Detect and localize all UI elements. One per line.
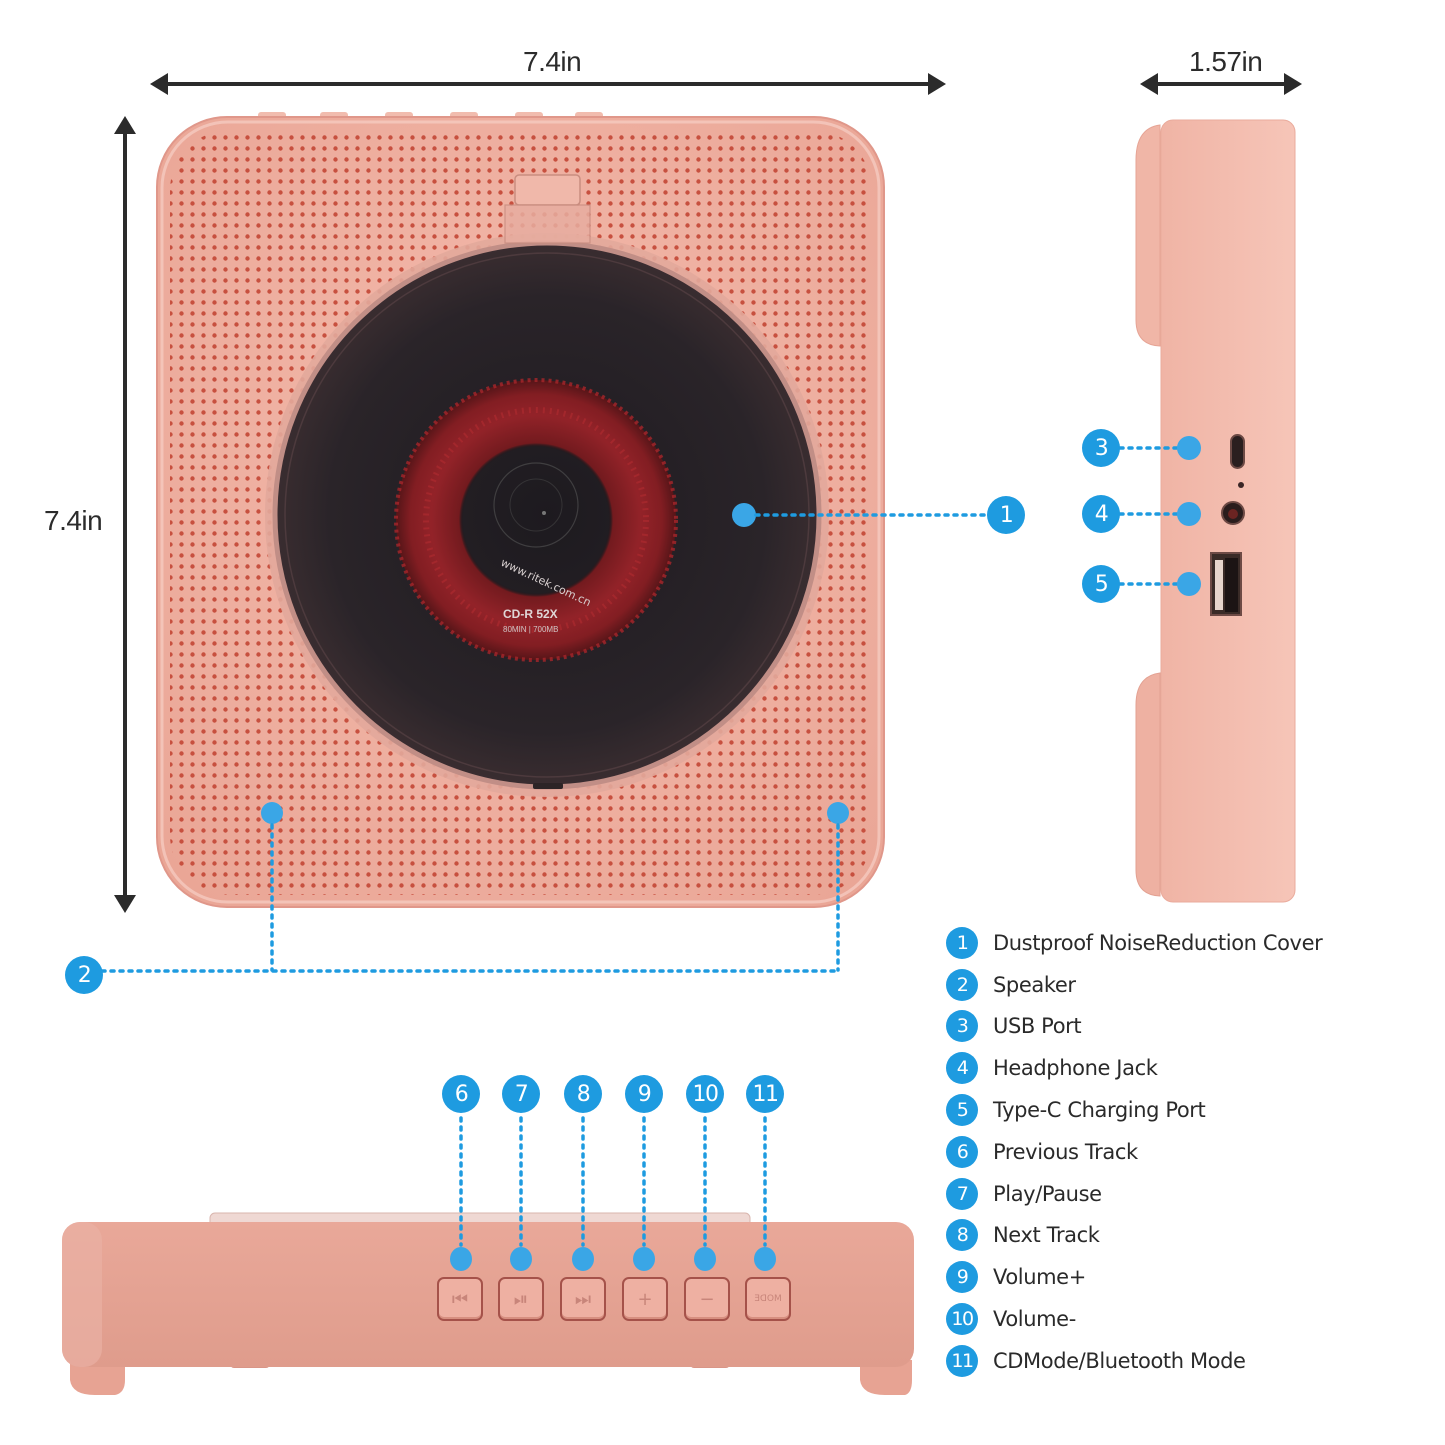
legend-label: Speaker [993, 972, 1076, 997]
callout-badge-9: 9 [625, 1075, 663, 1113]
legend-number-badge: 9 [946, 1261, 978, 1294]
callout-badge-7: 7 [502, 1075, 540, 1113]
legend-label: Next Track [993, 1223, 1100, 1248]
callout-badge-2: 2 [65, 956, 103, 994]
legend-number-badge: 3 [946, 1010, 978, 1043]
legend-item: 6 Previous Track [946, 1131, 1322, 1173]
cd-cover [265, 174, 829, 797]
disc-type-text: CD-R 52X [503, 607, 558, 621]
callout-8-line [572, 1116, 594, 1271]
play-pause-button: ⏯ [498, 1277, 544, 1321]
legend-label: Dustproof NoiseReduction Cover [993, 930, 1323, 955]
callout-badge-4: 4 [1082, 495, 1120, 533]
legend-item: 7 Play/Pause [946, 1173, 1322, 1215]
callout-9-line [633, 1116, 655, 1271]
callout-badge-10: 10 [686, 1075, 724, 1113]
legend-label: USB Port [993, 1014, 1082, 1039]
legend-label: Type-C Charging Port [993, 1098, 1206, 1123]
callout-badge-5: 5 [1082, 565, 1120, 603]
callout-10-line [694, 1116, 716, 1271]
legend-number-badge: 5 [946, 1094, 978, 1127]
legend-number-badge: 2 [946, 968, 978, 1001]
previous-track-icon: ⏮ [451, 1288, 469, 1310]
mode-icon: MODE [754, 1294, 782, 1304]
callout-badge-8: 8 [564, 1075, 602, 1113]
legend-label: Volume+ [993, 1265, 1086, 1290]
height-dimension-arrow [114, 116, 136, 913]
volume-down-icon: − [699, 1288, 715, 1310]
callout-5-line [1118, 572, 1201, 596]
legend-item: 11 CDMode/Bluetooth Mode [946, 1340, 1322, 1382]
type-c-port-shape [1230, 434, 1245, 469]
volume-up-icon: + [637, 1288, 653, 1310]
callout-2-line [100, 802, 849, 973]
depth-dimension-label: 1.57in [1189, 46, 1263, 77]
legend-number-badge: 6 [946, 1135, 978, 1168]
next-track-button: ⏭ [560, 1277, 606, 1321]
legend-item: 3 USB Port [946, 1006, 1322, 1048]
callout-7-line [510, 1116, 532, 1271]
volume-down-button: − [684, 1277, 730, 1321]
previous-track-button: ⏮ [437, 1277, 483, 1321]
callout-badge-1: 1 [987, 496, 1025, 534]
legend-number-badge: 1 [946, 926, 978, 959]
legend-number-badge: 4 [946, 1052, 978, 1085]
legend-number-badge: 10 [946, 1303, 978, 1336]
legend-item: 4 Headphone Jack [946, 1047, 1322, 1089]
side-view-drawing [1135, 119, 1296, 903]
callout-4-line [1118, 502, 1201, 526]
callout-badge-11: 11 [746, 1075, 784, 1113]
legend-label: Previous Track [993, 1139, 1138, 1164]
callout-11-line [754, 1116, 776, 1271]
legend-number-badge: 8 [946, 1219, 978, 1252]
legend: 1 Dustproof NoiseReduction Cover 2 Speaker 3… [946, 922, 1323, 1382]
legend-item: 9 Volume+ [946, 1256, 1322, 1298]
legend-item: 10 Volume- [946, 1298, 1322, 1340]
legend-label: Headphone Jack [993, 1056, 1158, 1081]
mode-button: MODE [745, 1277, 791, 1321]
depth-dimension-arrow [1140, 73, 1302, 95]
height-dimension-label: 7.4in [44, 505, 103, 536]
callout-1-line [732, 503, 992, 527]
legend-label: CDMode/Bluetooth Mode [993, 1348, 1246, 1373]
volume-up-button: + [622, 1277, 668, 1321]
legend-label: Play/Pause [993, 1181, 1102, 1206]
legend-number-badge: 11 [946, 1344, 978, 1377]
callout-badge-6: 6 [442, 1075, 480, 1113]
next-track-icon: ⏭ [574, 1288, 592, 1310]
legend-label: Volume- [993, 1307, 1076, 1332]
width-dimension-label: 7.4in [523, 46, 582, 77]
callout-badge-3: 3 [1082, 429, 1120, 467]
play-pause-icon: ⏯ [513, 1288, 529, 1310]
disc-capacity-text: 80MIN | 700MB [503, 625, 558, 634]
legend-number-badge: 7 [946, 1177, 978, 1210]
legend-item: 2 Speaker [946, 964, 1322, 1006]
legend-item: 1 Dustproof NoiseReduction Cover [946, 922, 1323, 964]
callout-3-line [1118, 436, 1201, 460]
cd-disc [396, 380, 676, 660]
width-dimension-arrow [150, 73, 946, 95]
legend-item: 8 Next Track [946, 1215, 1322, 1257]
legend-item: 5 Type-C Charging Port [946, 1089, 1322, 1131]
callout-6-line [450, 1116, 472, 1271]
